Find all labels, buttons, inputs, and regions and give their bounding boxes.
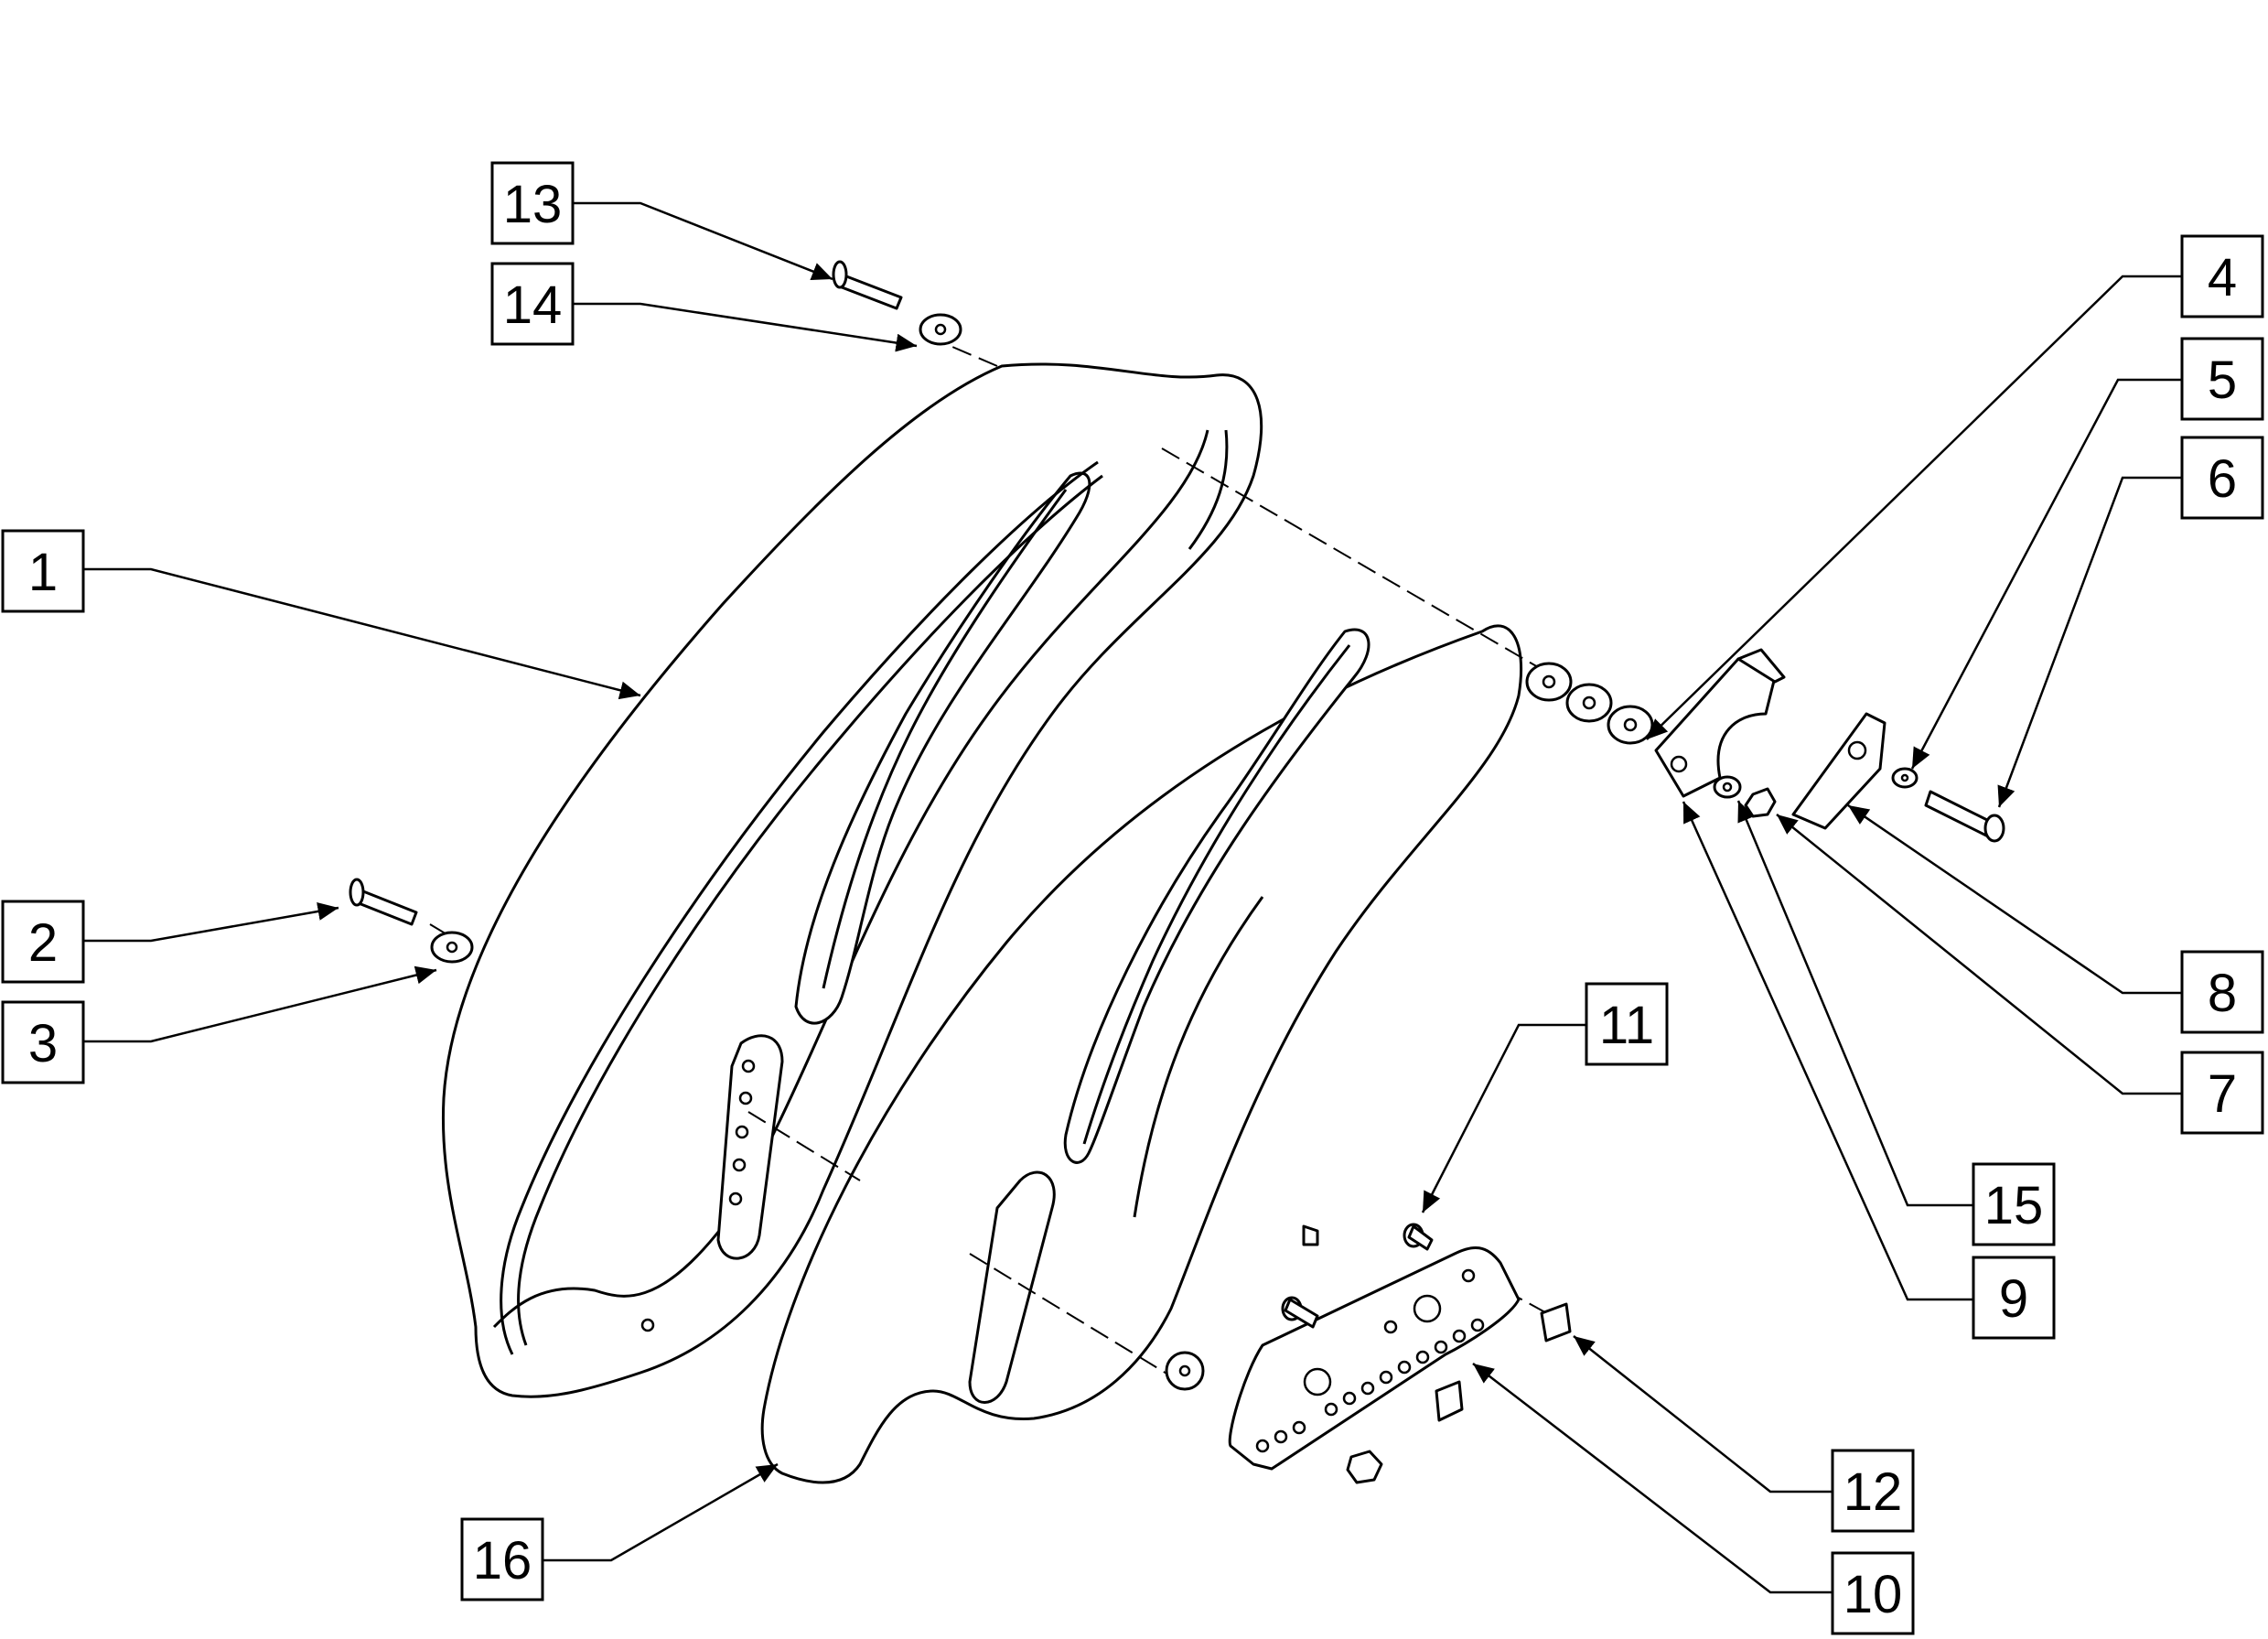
clamp-block-graphic xyxy=(1654,648,2005,843)
callout-1: 1 xyxy=(1,529,85,613)
callout-15: 15 xyxy=(1972,1162,2056,1246)
callout-5: 5 xyxy=(2180,337,2264,421)
callout-4-label: 4 xyxy=(2208,248,2237,307)
callout-2: 2 xyxy=(1,900,85,984)
callout-15-label: 15 xyxy=(1984,1176,2044,1235)
callout-9-label: 9 xyxy=(1999,1269,2028,1329)
callout-13-label: 13 xyxy=(503,175,563,234)
callout-7-label: 7 xyxy=(2208,1064,2237,1124)
callout-13: 13 xyxy=(490,161,575,245)
callout-14: 14 xyxy=(490,262,575,346)
callout-14-label: 14 xyxy=(503,275,563,335)
callout-8-label: 8 xyxy=(2208,964,2237,1023)
callout-8: 8 xyxy=(2180,950,2264,1034)
callout-16: 16 xyxy=(460,1517,544,1601)
callout-10: 10 xyxy=(1831,1551,1915,1635)
bolt-13-graphic xyxy=(832,260,903,310)
callout-11-label: 11 xyxy=(1599,996,1654,1055)
callout-1-label: 1 xyxy=(28,543,58,602)
mounting-plate-graphic xyxy=(1165,1223,1572,1484)
callout-5-label: 5 xyxy=(2208,350,2237,410)
callout-2-label: 2 xyxy=(28,913,58,973)
callout-6-label: 6 xyxy=(2208,449,2237,509)
callout-3: 3 xyxy=(1,1000,85,1084)
callout-10-label: 10 xyxy=(1843,1565,1903,1624)
front-panel-shell xyxy=(760,624,1523,1484)
back-panel-shell xyxy=(441,362,1263,1398)
callout-16-label: 16 xyxy=(473,1531,532,1590)
washer-3-graphic xyxy=(430,931,474,964)
leader-lines xyxy=(83,201,2182,1594)
bolt-2-graphic xyxy=(349,878,418,926)
callout-3-label: 3 xyxy=(28,1014,58,1073)
callout-12: 12 xyxy=(1831,1449,1915,1533)
callout-9: 9 xyxy=(1972,1256,2056,1340)
spacer-stack-graphic xyxy=(1525,662,1654,745)
callout-4: 4 xyxy=(2180,234,2264,318)
callout-11: 11 xyxy=(1585,982,1669,1066)
callout-7: 7 xyxy=(2180,1051,2264,1135)
callout-6: 6 xyxy=(2180,436,2264,520)
washer-14-graphic xyxy=(919,313,962,346)
callout-12-label: 12 xyxy=(1843,1462,1903,1522)
